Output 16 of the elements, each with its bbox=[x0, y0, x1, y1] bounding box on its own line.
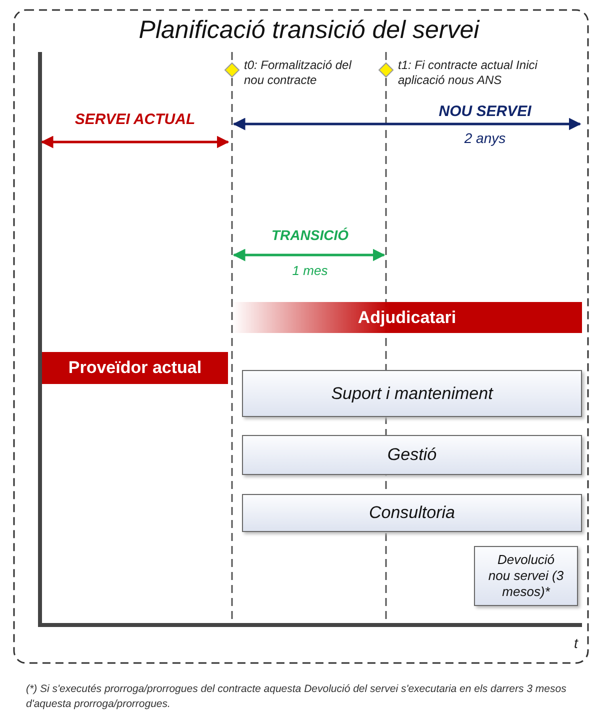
milestone-label: t0: Formalització del nou contracte bbox=[244, 58, 353, 88]
span-label: SERVEI ACTUAL bbox=[74, 112, 196, 127]
task-box: Consultoria bbox=[242, 494, 582, 532]
span-label: TRANSICIÓ bbox=[270, 228, 350, 243]
task-box: Gestió bbox=[242, 435, 582, 475]
milestone-label: t1: Fi contracte actual Inici aplicació nous ANS bbox=[398, 58, 539, 88]
gantt-bar: Adjudicatari bbox=[232, 302, 582, 333]
span-label: NOU SERVEI bbox=[438, 104, 532, 119]
task-box: Devolució nou servei (3 mesos)* bbox=[474, 546, 578, 606]
diagram-title: Planificació transició del servei bbox=[138, 16, 481, 45]
span-duration: 2 anys bbox=[463, 131, 507, 146]
gantt-bar: Proveïdor actual bbox=[42, 352, 228, 384]
axis-label: t bbox=[574, 636, 578, 651]
footnote: (*) Si s'executés prorroga/prorrogues del contracte aquesta Devolució del servei s'executaria en els darrers 3 mesos d'aquesta prorroga/prorrogues. bbox=[26, 682, 568, 712]
task-box: Suport i manteniment bbox=[242, 370, 582, 417]
span-duration: 1 mes bbox=[291, 263, 329, 278]
